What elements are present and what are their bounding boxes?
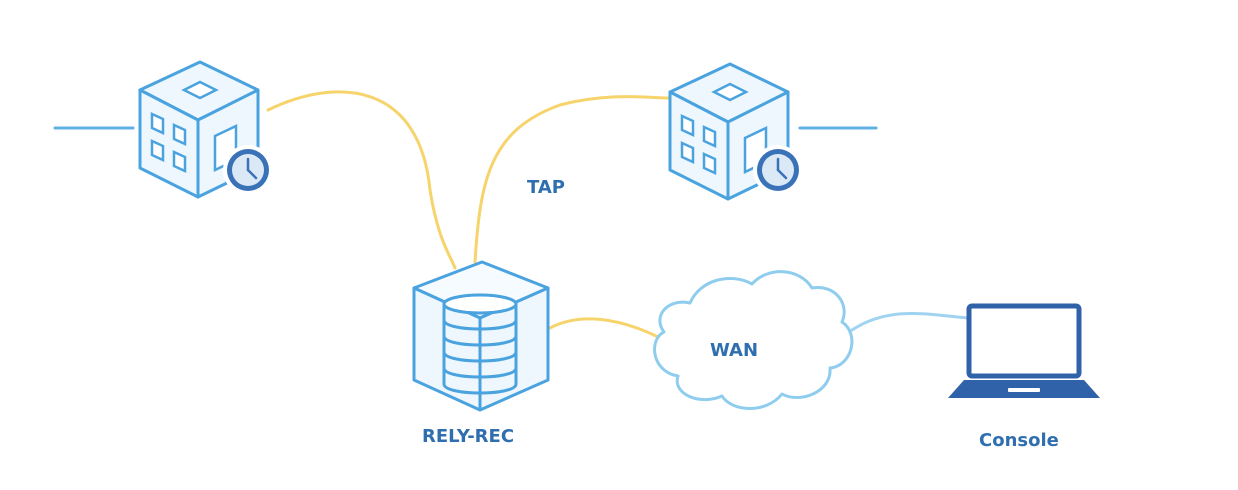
right-device (668, 62, 803, 201)
clock-icon (753, 145, 803, 195)
console-node (948, 303, 1100, 398)
laptop-trackpad (1008, 388, 1040, 392)
left-device-roof-hatch (181, 80, 219, 100)
right-device-windows (680, 114, 717, 175)
right-device-roof-hatch (711, 82, 749, 102)
tap-link-right (473, 95, 670, 264)
console-label: Console (979, 430, 1059, 451)
tap-label: TAP (527, 177, 565, 198)
database-icon (442, 293, 518, 395)
links (53, 90, 970, 340)
wan-cloud (653, 270, 854, 410)
left-device (138, 60, 273, 199)
recorder-label: RELY-REC (422, 426, 514, 447)
left-device-windows (150, 112, 187, 173)
recorder-cube-side (478, 286, 550, 412)
recorder-wan-link (548, 317, 662, 340)
laptop-icon (948, 303, 1100, 398)
laptop-screen (966, 303, 1082, 379)
recorder-node (412, 260, 550, 412)
wan-label: WAN (710, 340, 758, 361)
clock-icon (223, 145, 273, 195)
cloud-icon (653, 270, 854, 410)
wan-console-link (850, 312, 970, 332)
tap-link-left (266, 90, 457, 270)
